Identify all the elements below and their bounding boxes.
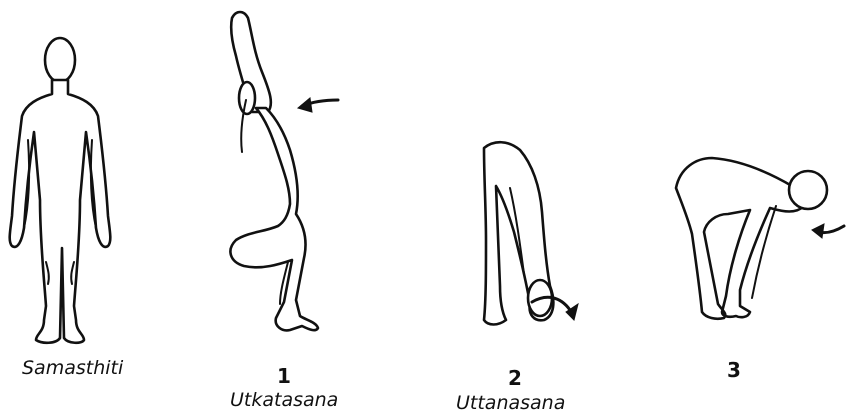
utkatasana-body <box>230 108 318 330</box>
figure-3-arrowhead <box>812 224 824 238</box>
figure-uttanasana <box>484 142 578 324</box>
utkatasana-head <box>239 82 255 114</box>
label-uttanasana: Uttanasana <box>456 392 565 414</box>
figure-3-body <box>676 158 804 319</box>
samasthiti-head <box>45 38 75 82</box>
step-number-2: 2 <box>508 366 522 390</box>
step-number-3: 3 <box>727 358 741 382</box>
figure-3-head <box>789 171 827 209</box>
label-utkatasana: Utkatasana <box>230 389 338 411</box>
step-number-1: 1 <box>277 364 291 388</box>
label-samasthiti: Samasthiti <box>22 357 123 379</box>
figure-samasthiti <box>10 38 111 343</box>
figure-utkatasana <box>230 12 338 330</box>
figure-3 <box>676 158 844 319</box>
samasthiti-body <box>10 80 111 343</box>
utkatasana-arrowhead <box>298 98 312 112</box>
